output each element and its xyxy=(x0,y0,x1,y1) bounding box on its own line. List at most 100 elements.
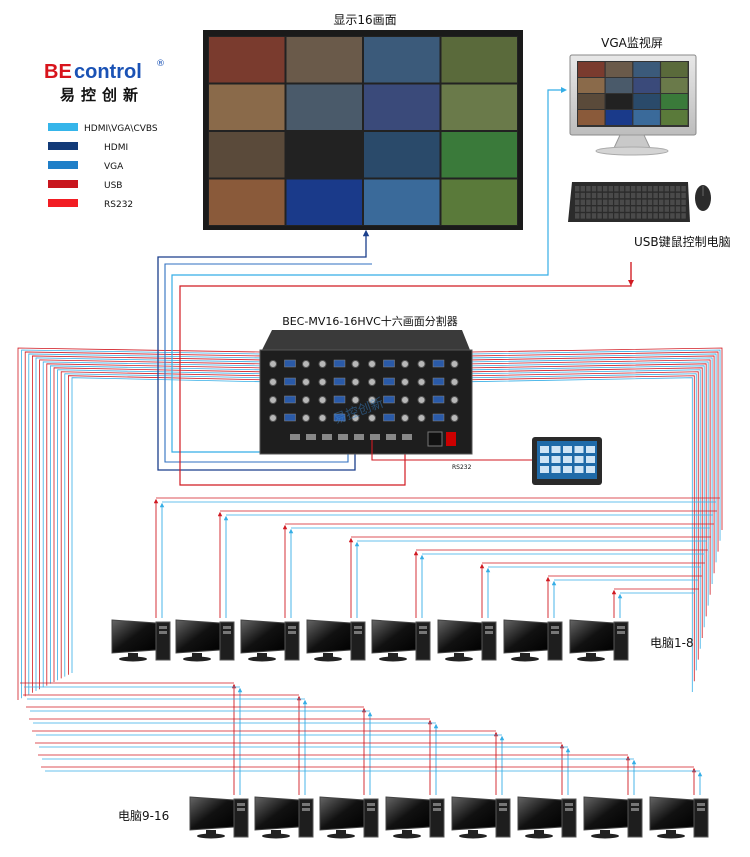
video-tile xyxy=(287,132,363,178)
bnc-port xyxy=(451,361,458,368)
keyboard-key xyxy=(642,200,646,205)
power-switch xyxy=(446,432,456,446)
legend-label: HDMI xyxy=(104,143,128,153)
keyboard-key xyxy=(637,200,641,205)
pc-monitor-base xyxy=(591,834,619,839)
legend-swatch xyxy=(48,142,78,150)
legend-label: USB xyxy=(104,181,122,191)
pc-drive-bay xyxy=(499,808,507,811)
keyboard-key xyxy=(581,206,585,211)
input-cable xyxy=(472,364,706,617)
output-port xyxy=(338,434,348,440)
keyboard-key xyxy=(586,193,590,198)
pc-monitor xyxy=(241,620,285,653)
pc-workstation xyxy=(504,620,562,662)
pc-monitor xyxy=(176,620,220,653)
vga-port xyxy=(384,360,395,367)
keyboard-key xyxy=(642,186,646,191)
pc-workstation xyxy=(307,620,365,662)
video-tile xyxy=(287,180,363,226)
bnc-port xyxy=(418,415,425,422)
keyboard-key xyxy=(676,193,680,198)
usb-pc-label: USB键鼠控制电脑 xyxy=(634,235,731,249)
pc-workstation xyxy=(570,620,628,662)
video-tile xyxy=(364,132,440,178)
pc-monitor xyxy=(650,797,694,830)
monitor-tile xyxy=(661,78,688,93)
pc-drive-bay xyxy=(237,803,245,806)
bnc-port xyxy=(303,361,310,368)
vga-port xyxy=(285,378,296,385)
keyboard-key xyxy=(637,186,641,191)
keyboard-key xyxy=(609,193,613,198)
monitor-tile xyxy=(606,94,633,109)
pc-monitor-stand xyxy=(468,830,478,834)
pc-drive-bay xyxy=(551,631,559,634)
pc-monitor-stand xyxy=(388,653,398,657)
bnc-port xyxy=(270,397,277,404)
vga-port xyxy=(334,360,345,367)
keyboard-key xyxy=(581,200,585,205)
pc-drive-bay xyxy=(499,803,507,806)
bnc-port xyxy=(402,361,409,368)
keyboard-key xyxy=(637,206,641,211)
keyboard-key xyxy=(676,206,680,211)
keyboard-key xyxy=(676,186,680,191)
bnc-port xyxy=(451,397,458,404)
pc-workstation xyxy=(320,797,378,839)
keyboard-key xyxy=(625,200,629,205)
vga-port xyxy=(334,378,345,385)
keyboard-key xyxy=(665,186,669,191)
pc-monitor-base xyxy=(197,834,225,839)
keyboard-key xyxy=(581,213,585,218)
keyboard-key xyxy=(575,206,579,211)
legend-label: VGA xyxy=(104,162,124,172)
keyboard-key xyxy=(592,186,596,191)
input-cable xyxy=(472,372,698,660)
pc-drive-bay xyxy=(617,631,625,634)
legend-swatch xyxy=(48,161,78,169)
bnc-port xyxy=(319,379,326,386)
video-tile xyxy=(364,37,440,83)
keyboard-key xyxy=(581,186,585,191)
legend-swatch xyxy=(48,123,78,131)
pc-drive-bay xyxy=(565,808,573,811)
keyboard-key xyxy=(648,193,652,198)
pc-drive-bay xyxy=(159,626,167,629)
pc-workstation xyxy=(650,797,708,839)
pc-monitor xyxy=(518,797,562,830)
keyboard-key xyxy=(609,200,613,205)
bnc-port xyxy=(303,397,310,404)
panel-button xyxy=(586,446,595,453)
keyboard-key xyxy=(609,213,613,218)
video-tile xyxy=(442,37,518,83)
keyboard-key xyxy=(625,193,629,198)
bnc-port xyxy=(319,397,326,404)
pc-drive-bay xyxy=(697,808,705,811)
pc-monitor-base xyxy=(445,657,473,662)
keyboard-key xyxy=(592,200,596,205)
pc-monitor-stand xyxy=(336,830,346,834)
vga-port xyxy=(285,360,296,367)
keyboard-key xyxy=(603,200,607,205)
pc-monitor-base xyxy=(183,657,211,662)
pc-monitor xyxy=(584,797,628,830)
keyboard-key xyxy=(581,193,585,198)
monitor-tile xyxy=(606,78,633,93)
bnc-port xyxy=(451,415,458,422)
monitor-tile xyxy=(633,94,660,109)
monitor-tile xyxy=(578,62,605,77)
keyboard-key xyxy=(614,206,618,211)
keyboard-key xyxy=(659,193,663,198)
pc-drive-bay xyxy=(419,631,427,634)
keyboard-key xyxy=(575,186,579,191)
vga-port xyxy=(433,396,444,403)
keyboard-key xyxy=(642,213,646,218)
touch-control-panel[interactable] xyxy=(532,437,602,485)
output-port xyxy=(290,434,300,440)
video-tile xyxy=(442,85,518,131)
video-tile xyxy=(364,85,440,131)
monitor-tile xyxy=(606,62,633,77)
video-tile xyxy=(209,37,285,83)
keyboard-key xyxy=(592,206,596,211)
